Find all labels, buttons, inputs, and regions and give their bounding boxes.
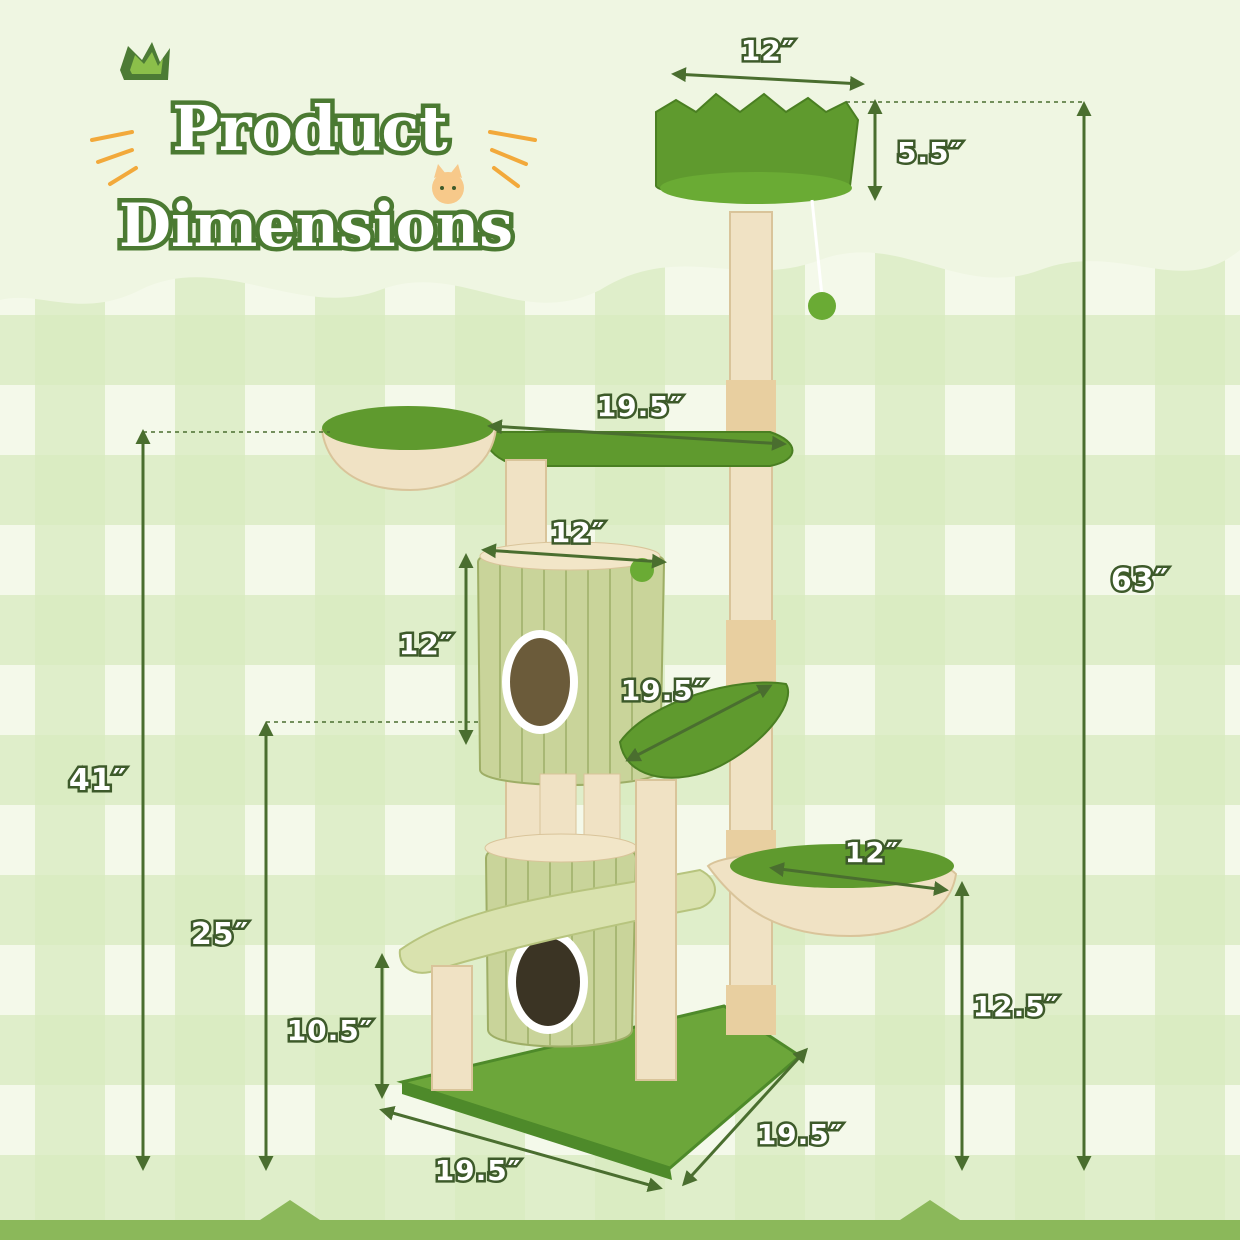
title-line1: Product <box>172 92 448 165</box>
label-top-perch-height: 5.5″ <box>897 136 963 169</box>
dim-line-leaf-platform-width <box>625 684 773 762</box>
dim-line-upper-platform-width <box>487 419 787 451</box>
sparkle-lines-icon <box>90 130 537 188</box>
label-upper-platform-height: 41″ <box>69 763 127 798</box>
label-basket-width: 12″ <box>845 836 899 869</box>
label-base-depth: 19.5″ <box>757 1118 844 1151</box>
crown-icon <box>120 42 170 80</box>
dim-line-base-width <box>379 1106 663 1192</box>
label-mid-height: 25″ <box>191 917 249 952</box>
dashed-guide-lines <box>143 101 1084 723</box>
label-base-width: 19.5″ <box>435 1154 522 1187</box>
label-total-height: 63″ <box>1111 563 1169 598</box>
label-condo-height: 12″ <box>399 628 453 661</box>
cat-face-icon <box>432 164 464 204</box>
bottom-trim <box>0 1200 1240 1240</box>
dimension-lines <box>135 67 1092 1192</box>
label-upper-platform-width: 19.5″ <box>597 390 684 423</box>
label-basket-height: 12.5″ <box>973 990 1060 1023</box>
label-top-perch-width: 12″ <box>741 34 795 67</box>
label-condo-top-width: 12″ <box>551 516 605 549</box>
title-line2: Dimensions <box>119 191 513 261</box>
dim-line-basket-width <box>769 862 949 896</box>
dim-line-condo-top-width <box>481 543 667 569</box>
hanging-pom-pom <box>808 292 836 320</box>
label-ramp-height: 10.5″ <box>287 1014 374 1047</box>
label-leaf-platform-width: 19.5″ <box>621 674 708 707</box>
top-wave-band <box>0 0 1240 304</box>
dim-line-base-depth <box>681 1047 809 1187</box>
dim-line-top-perch-width <box>671 67 865 91</box>
